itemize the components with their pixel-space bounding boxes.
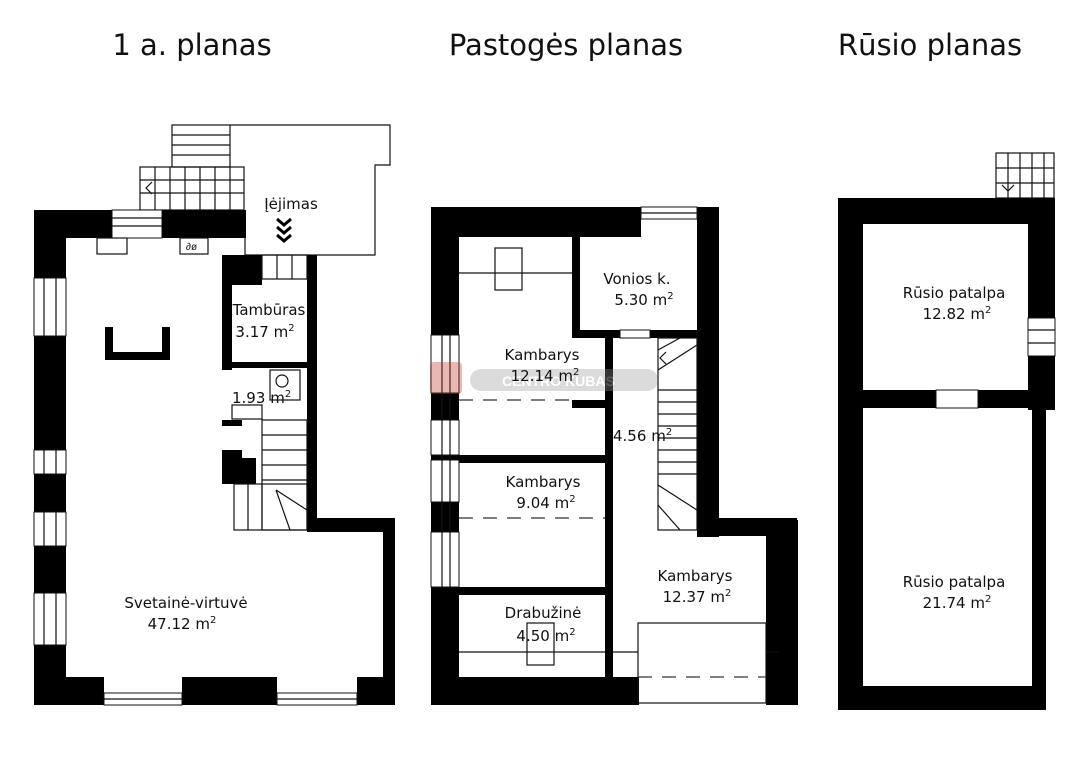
entrance-chevron-icon (276, 217, 292, 243)
watermark-text: CENTRO KUBAS (502, 373, 615, 389)
entrance-label: Įėjimas (264, 195, 318, 213)
first-floor-title: 1 a. planas (112, 28, 272, 62)
room-label: Rūsio patalpa (903, 573, 1006, 591)
room-label: Drabužinė (505, 604, 582, 622)
room-label: Vonios k. (603, 270, 670, 288)
room-area: 12.82 m2 (923, 305, 992, 323)
room-label: Svetainė-virtuvė (124, 594, 247, 612)
room-area: 4.50 m2 (516, 627, 575, 645)
attic-title: Pastogės planas (448, 28, 684, 62)
room-area: 9.04 m2 (516, 494, 575, 512)
svg-text:∂ø: ∂ø (186, 242, 197, 253)
room-area: 5.30 m2 (614, 291, 673, 309)
room-area: 1.93 m2 (232, 389, 291, 407)
porch-outline (230, 124, 391, 256)
room-label: Kambarys (506, 473, 581, 491)
basement-stairs (995, 152, 1055, 199)
first-floor-plan: ∂ø (33, 124, 395, 706)
room-area: 4.56 m2 (613, 427, 672, 445)
room-area: 21.74 m2 (923, 594, 992, 612)
room-label: Tambūras (232, 301, 306, 319)
basement-title: Rūsio planas (837, 28, 1023, 62)
kitchen-counter (105, 327, 170, 360)
attic-stairs (657, 337, 698, 531)
room-label: Rūsio patalpa (903, 284, 1006, 302)
room-area: 12.14 m2 (511, 367, 580, 385)
watermark: CENTRO KUBAS (430, 362, 658, 394)
basement-plan (838, 152, 1056, 710)
room-area: 3.17 m2 (235, 323, 294, 341)
interior-stairs (233, 419, 308, 531)
room-area: 47.12 m2 (148, 615, 217, 633)
room-area: 12.37 m2 (663, 588, 732, 606)
watermark-logo-icon (430, 362, 462, 394)
room-label: Kambarys (658, 567, 733, 585)
room-label: Kambarys (505, 346, 580, 364)
outside-stairs (139, 124, 245, 211)
attic-plan (430, 206, 798, 705)
